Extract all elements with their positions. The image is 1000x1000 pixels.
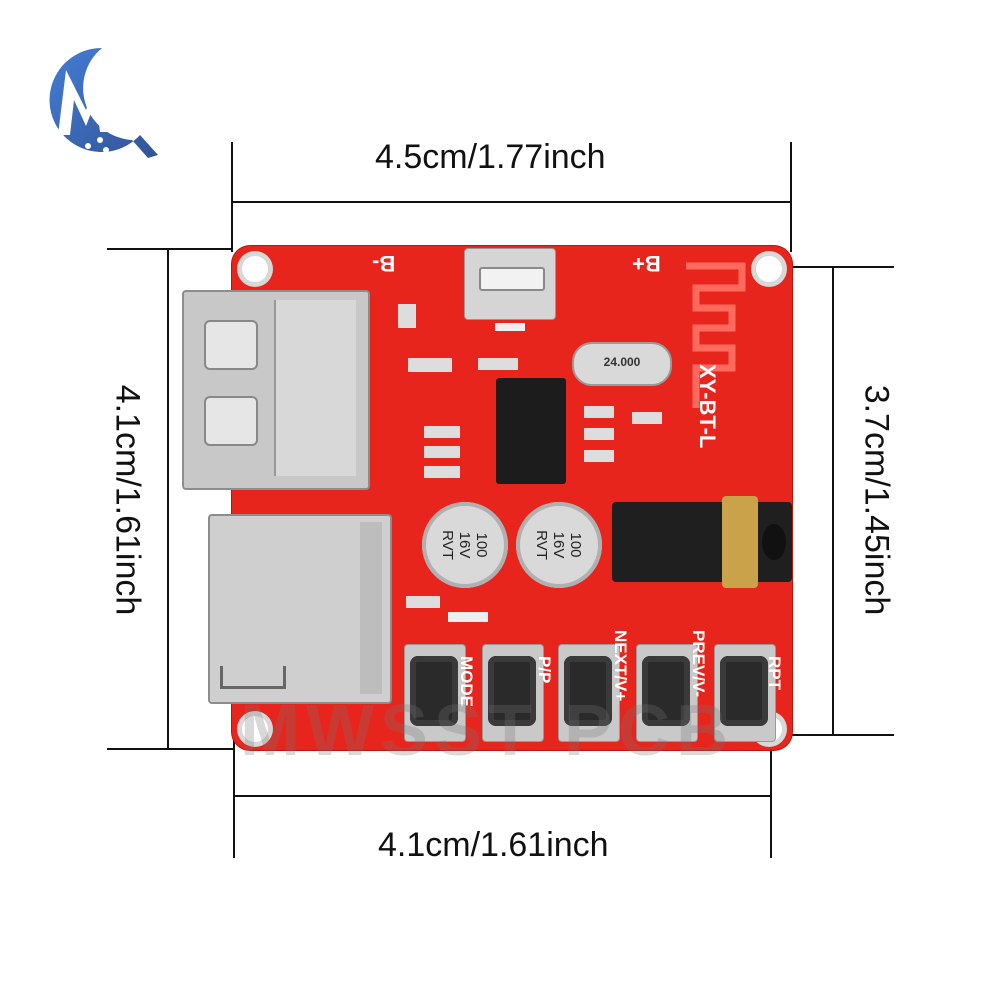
right-dim-line [832,266,834,736]
top-dim-line [231,201,792,203]
usb-a-port [182,290,370,490]
repeat-button-label: RPT [765,656,784,690]
smd-component [424,426,460,438]
battery-minus-label: B- [372,251,396,276]
crystal-oscillator: 24.000 [572,342,672,386]
prev-volume-down-button-label: PREV/V- [689,630,708,698]
mounting-hole [242,716,268,742]
antenna-label: XY-BT-L [695,364,720,449]
brand-logo [40,40,164,164]
bluetooth-antenna [682,258,746,438]
capacitor-value: 100 [567,532,585,558]
left-dim-bottom-tick [107,748,233,750]
capacitor-voltage: 16V [550,531,568,559]
electrolytic-capacitor: 100 16V RVT [422,502,508,588]
repeat-button-cap [720,656,768,726]
mounting-hole [756,256,782,282]
micro-usb-port [464,248,556,331]
electrolytic-capacitor: 100 16V RVT [516,502,602,588]
smd-component [424,446,460,458]
smd-component [406,596,440,608]
main-ic-chip [480,378,582,484]
capacitor-value: 100 [473,532,491,558]
smd-component [424,466,460,478]
play-pause-button-label: P/P [535,656,554,684]
audio-jack [612,496,792,588]
play-pause-button-cap [488,656,536,726]
prev-volume-down-button-cap [642,656,690,726]
pcb-board: B- B+ XY-BT-L 24.000 100 16V RVT [182,246,792,750]
crystal-label: 24.000 [603,355,641,369]
bottom-width-label: 4.1cm/1.61inch [378,826,609,864]
bottom-dim-line [233,795,772,797]
smd-component [584,450,614,462]
left-dim-top-tick [107,248,233,250]
capacitor-series: RVT [533,530,551,560]
smd-component [478,358,518,370]
smd-component [408,358,452,372]
smd-component [584,406,614,418]
smd-component [448,612,488,622]
battery-plus-label: B+ [632,251,661,276]
watermark: MWSST PCB [240,691,734,771]
capacitor-series: RVT [439,530,457,560]
left-dim-line [167,248,169,750]
brand-logo-icon [49,47,159,158]
right-height-label: 3.7cm/1.45inch [857,384,896,616]
top-dim-right-tick [790,142,792,252]
top-dim-left-tick [231,142,233,252]
bottom-dim-left-tick [233,740,235,858]
sd-card-slot [208,514,392,704]
smd-component [632,412,662,424]
top-width-label: 4.5cm/1.77inch [375,138,606,176]
mounting-hole [242,256,268,282]
smd-component [584,428,614,440]
smd-component [398,304,416,328]
bottom-dim-right-tick [770,740,772,858]
capacitor-voltage: 16V [456,531,474,559]
left-height-label: 4.1cm/1.61inch [108,384,147,616]
next-volume-up-button-cap [564,656,612,726]
mode-button-cap [410,656,458,726]
